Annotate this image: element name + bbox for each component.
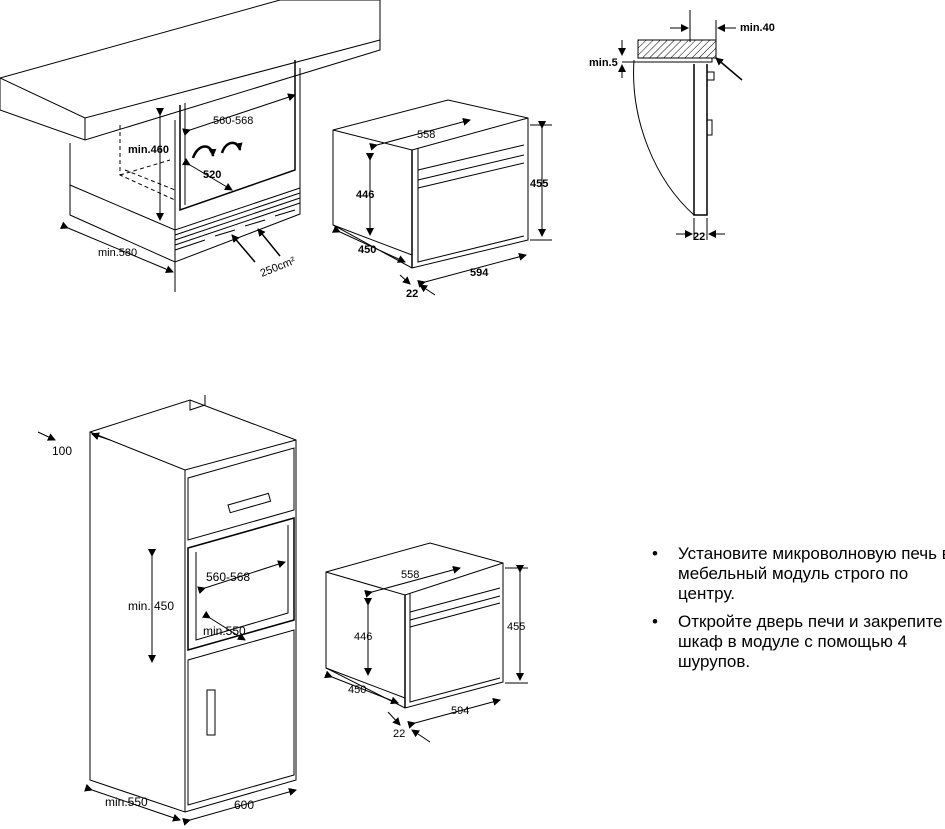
oven-dimensions-top [331, 99, 552, 296]
label-vent-area: 250cm² [259, 255, 298, 280]
bullet-icon: • [652, 544, 658, 563]
side-profile-figure [618, 10, 743, 240]
label-back-offset: 100 [52, 444, 72, 458]
label-opening-width-top: 560-568 [213, 115, 253, 127]
oven-dimensions-bottom [324, 542, 528, 743]
label-left-gap: min.5 [589, 57, 618, 69]
countertop-section [637, 39, 717, 59]
label-oven-depth-top: 558 [417, 129, 435, 141]
label-oven-front-height-top: 455 [530, 178, 548, 190]
label-side-depth-top: min.580 [98, 247, 137, 259]
label-cabinet-depth: min.550 [105, 795, 148, 809]
label-oven-front-width-bottom: 594 [451, 705, 469, 717]
label-oven-side-depth-top: 450 [358, 244, 376, 256]
bullet-icon: • [652, 612, 658, 631]
note-item: • Установите микроволновую печь в мебель… [652, 544, 945, 604]
label-top-gap: min.40 [740, 22, 775, 34]
label-inner-depth-top: 520 [203, 169, 221, 181]
countertop [0, 0, 381, 141]
label-oven-inner-height-bottom: 446 [354, 631, 372, 643]
note-item: • Откройте дверь печи и закрепите шкаф в… [652, 612, 945, 672]
label-oven-front-height-bottom: 455 [507, 621, 525, 633]
label-door-thickness-top: 22 [406, 288, 418, 300]
label-opening-width-bottom: 560-568 [206, 570, 250, 584]
note-text: Установите микроволновую печь в мебельны… [678, 544, 945, 603]
label-cabinet-width: 600 [234, 798, 254, 812]
tall-cabinet-figure [37, 395, 297, 826]
note-text: Откройте дверь печи и закрепите шкаф в м… [678, 612, 943, 671]
label-opening-height-bottom: min. 450 [128, 599, 174, 613]
label-oven-side-depth-bottom: 450 [348, 684, 366, 696]
label-oven-inner-height-top: 446 [356, 189, 374, 201]
label-opening-height-top: min.460 [128, 144, 169, 156]
label-oven-depth-bottom: 558 [401, 569, 419, 581]
label-oven-front-width-top: 594 [470, 267, 489, 279]
label-door-thickness-bottom: 22 [393, 728, 405, 740]
countertop-installation-figure [0, 0, 381, 292]
installation-notes: • Установите микроволновую печь в мебель… [652, 544, 945, 680]
label-opening-depth-bottom: min.550 [203, 624, 246, 638]
label-side-door-thickness: 22 [693, 231, 705, 243]
